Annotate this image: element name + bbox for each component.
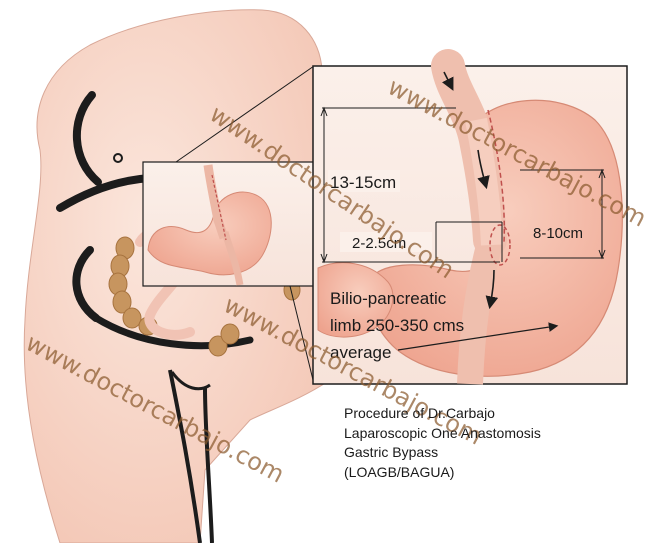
label-limb-line1: Bilio-pancreatic (330, 289, 447, 308)
label-limb-line2: limb 250-350 cms (330, 316, 464, 335)
caption-line-1: Procedure of Dr.Carbajo (344, 404, 541, 424)
procedure-caption: Procedure of Dr.Carbajo Laparoscopic One… (344, 404, 541, 482)
caption-line-2: Laparoscopic One Anastomosis (344, 424, 541, 444)
caption-line-4: (LOAGB/BAGUA) (344, 463, 541, 483)
caption-line-3: Gastric Bypass (344, 443, 541, 463)
label-anastomosis-height: 8-10cm (533, 225, 583, 242)
